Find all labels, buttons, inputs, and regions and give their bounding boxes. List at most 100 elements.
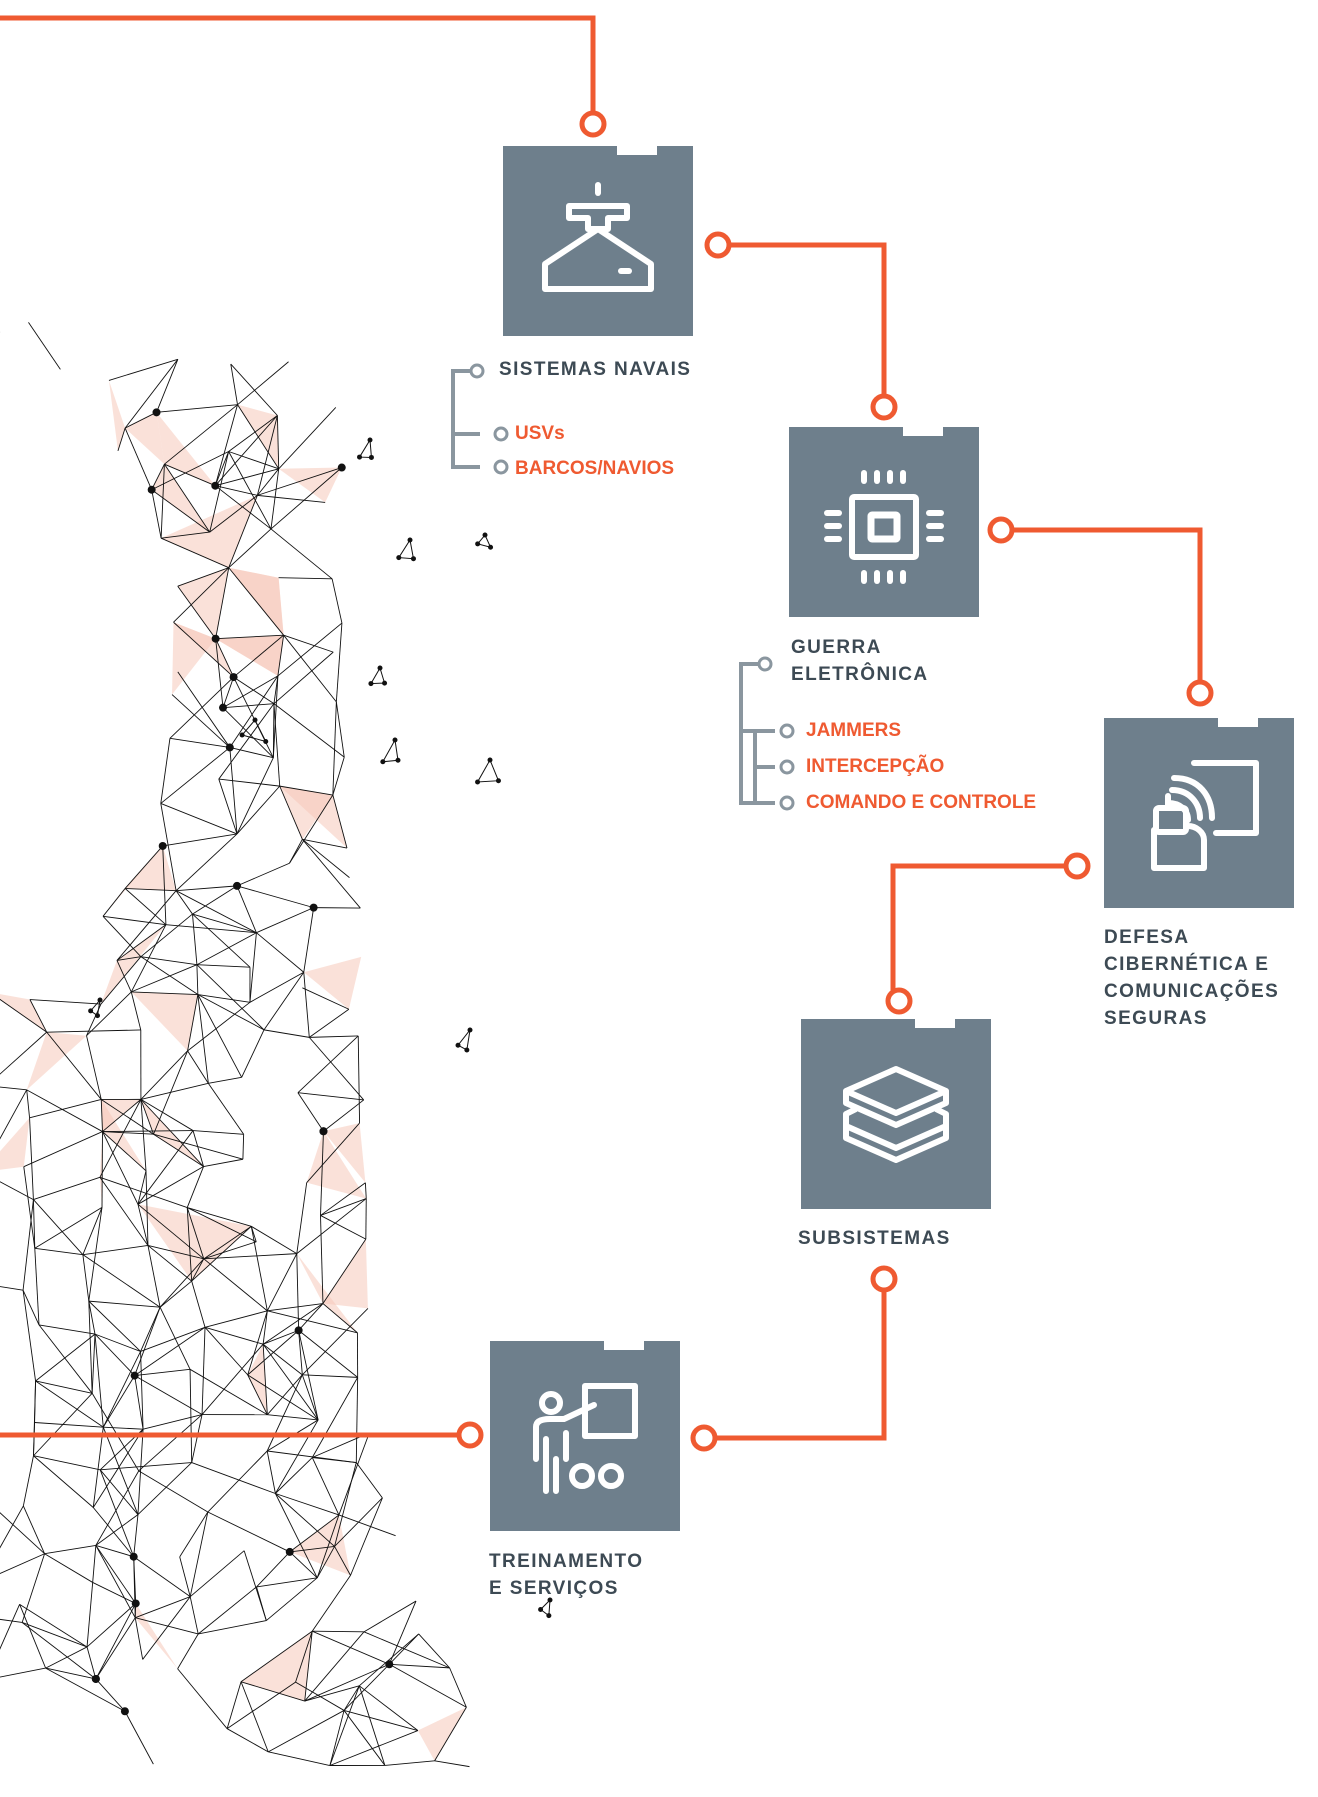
floating-triangle: [397, 538, 415, 560]
naval-item-usvs[interactable]: USVs: [515, 423, 565, 444]
mesh-fill: [303, 956, 362, 1010]
floating-triangle: [457, 1028, 471, 1051]
fragment-vertex: [396, 555, 402, 561]
connector-endpoints: [456, 110, 1214, 1452]
floating-triangle: [241, 719, 267, 743]
fragment-vertex: [538, 1606, 544, 1612]
connector-naval-to-ew: [730, 242, 887, 397]
fragment-vertex: [455, 1042, 461, 1048]
fragment-vertex: [487, 757, 493, 763]
connector-endpoint: [870, 1265, 898, 1293]
connector-endpoint: [579, 110, 607, 138]
mesh-fill: [108, 380, 126, 451]
mesh-vertex: [120, 1707, 129, 1716]
mesh-vertex: [233, 881, 242, 890]
floating-triangle: [89, 998, 101, 1017]
fragment-vertex: [382, 680, 388, 686]
fragment-vertex: [380, 759, 386, 765]
fragment-vertex: [546, 1613, 552, 1619]
mesh-fill: [151, 464, 210, 533]
fragment-vertex: [410, 556, 416, 562]
mesh-fill: [125, 412, 165, 465]
mesh-vertex: [219, 703, 228, 712]
connector-endpoint: [456, 1421, 484, 1449]
fragment-vertex: [475, 779, 481, 785]
connector-cyber-to-subsystems: [890, 863, 1067, 991]
fragment-vertex: [94, 1013, 100, 1019]
connector-endpoint: [690, 1424, 718, 1452]
training-services-title: TREINAMENTO E SERVIÇOS: [489, 1551, 644, 1599]
fragment-vertex: [392, 737, 398, 743]
ew-tree-nodes: [757, 656, 795, 811]
fragment-vertex: [377, 665, 383, 671]
box-notch: [903, 427, 943, 436]
naval-tree-nodes: [469, 363, 509, 475]
connector-ew-to-cyber: [1008, 527, 1203, 680]
fragment-vertex: [395, 757, 401, 763]
fragment-vertex: [547, 1597, 553, 1603]
mesh-fill: [323, 1123, 366, 1183]
box-notch: [604, 1341, 644, 1350]
naval-item-barcos-navios[interactable]: BARCOS/NAVIOS: [515, 458, 675, 479]
electronic-warfare-box[interactable]: [789, 427, 979, 617]
fragment-vertex: [368, 454, 374, 460]
floating-triangle: [476, 758, 500, 783]
mesh-fill: [241, 1631, 313, 1702]
mesh-fill: [322, 1239, 368, 1309]
connector-subsystems-to-training: [713, 1285, 887, 1441]
mesh-fill: [0, 994, 47, 1033]
mesh-vertex: [225, 743, 234, 752]
subsystems-box[interactable]: [801, 1019, 991, 1209]
mesh-fill: [125, 845, 177, 891]
fragment-vertex: [407, 537, 413, 543]
mesh-fill: [177, 567, 229, 639]
box-notch: [915, 1019, 955, 1028]
mesh-vertex: [385, 1660, 394, 1669]
mesh-vertex: [229, 673, 238, 682]
mesh-fill: [417, 1707, 467, 1761]
fragment-vertex: [252, 717, 258, 723]
floating-triangle: [358, 438, 372, 458]
chip-icon: [824, 470, 944, 584]
fragment-vertex: [495, 778, 501, 784]
ew-item-comando-controle[interactable]: COMANDO E CONTROLE: [806, 792, 1037, 813]
naval-systems-box[interactable]: [503, 146, 693, 336]
mesh-fill: [137, 1204, 252, 1282]
subsystems-title: SUBSISTEMAS: [798, 1228, 951, 1249]
fragment-vertex: [367, 437, 373, 443]
box-notch: [617, 146, 657, 155]
mesh-vertex: [147, 485, 156, 494]
mesh-fill: [156, 412, 216, 486]
mesh-lines: [0, 322, 470, 1768]
mesh-fill: [131, 991, 198, 1051]
fragment-vertex: [488, 544, 494, 550]
ew-tree: [739, 662, 775, 805]
box-notch: [1218, 718, 1258, 727]
fragment-vertex: [467, 1027, 473, 1033]
connector-endpoint: [885, 987, 913, 1015]
fragment-vertex: [475, 541, 481, 547]
floating-triangle: [370, 666, 386, 685]
ew-item-intercepcao[interactable]: INTERCEPÇÃO: [806, 756, 945, 777]
mesh-vertex: [152, 408, 161, 417]
connector-endpoint: [870, 393, 898, 421]
ew-item-jammers[interactable]: JAMMERS: [806, 720, 902, 741]
fragment-vertex: [239, 732, 245, 738]
instructor-icon: [533, 1383, 638, 1494]
fragment-vertex: [263, 739, 269, 745]
fragment-vertex: [88, 1008, 94, 1014]
cyber-defense-box[interactable]: [1104, 718, 1294, 908]
fragment-vertex: [464, 1047, 470, 1053]
mesh-fill: [296, 1253, 358, 1333]
mesh-vertex: [158, 841, 167, 850]
mesh-vertex: [211, 481, 220, 490]
mesh-fill: [26, 1032, 87, 1090]
floating-fragments: [88, 437, 553, 1619]
mesh-vertex: [130, 1371, 139, 1380]
wireframe-hand: [0, 322, 470, 1768]
training-services-box[interactable]: [490, 1341, 680, 1531]
mesh-vertex: [337, 463, 346, 472]
connector-endpoint: [1186, 679, 1214, 707]
mesh-fill: [0, 1117, 30, 1170]
floating-triangle: [381, 738, 399, 763]
